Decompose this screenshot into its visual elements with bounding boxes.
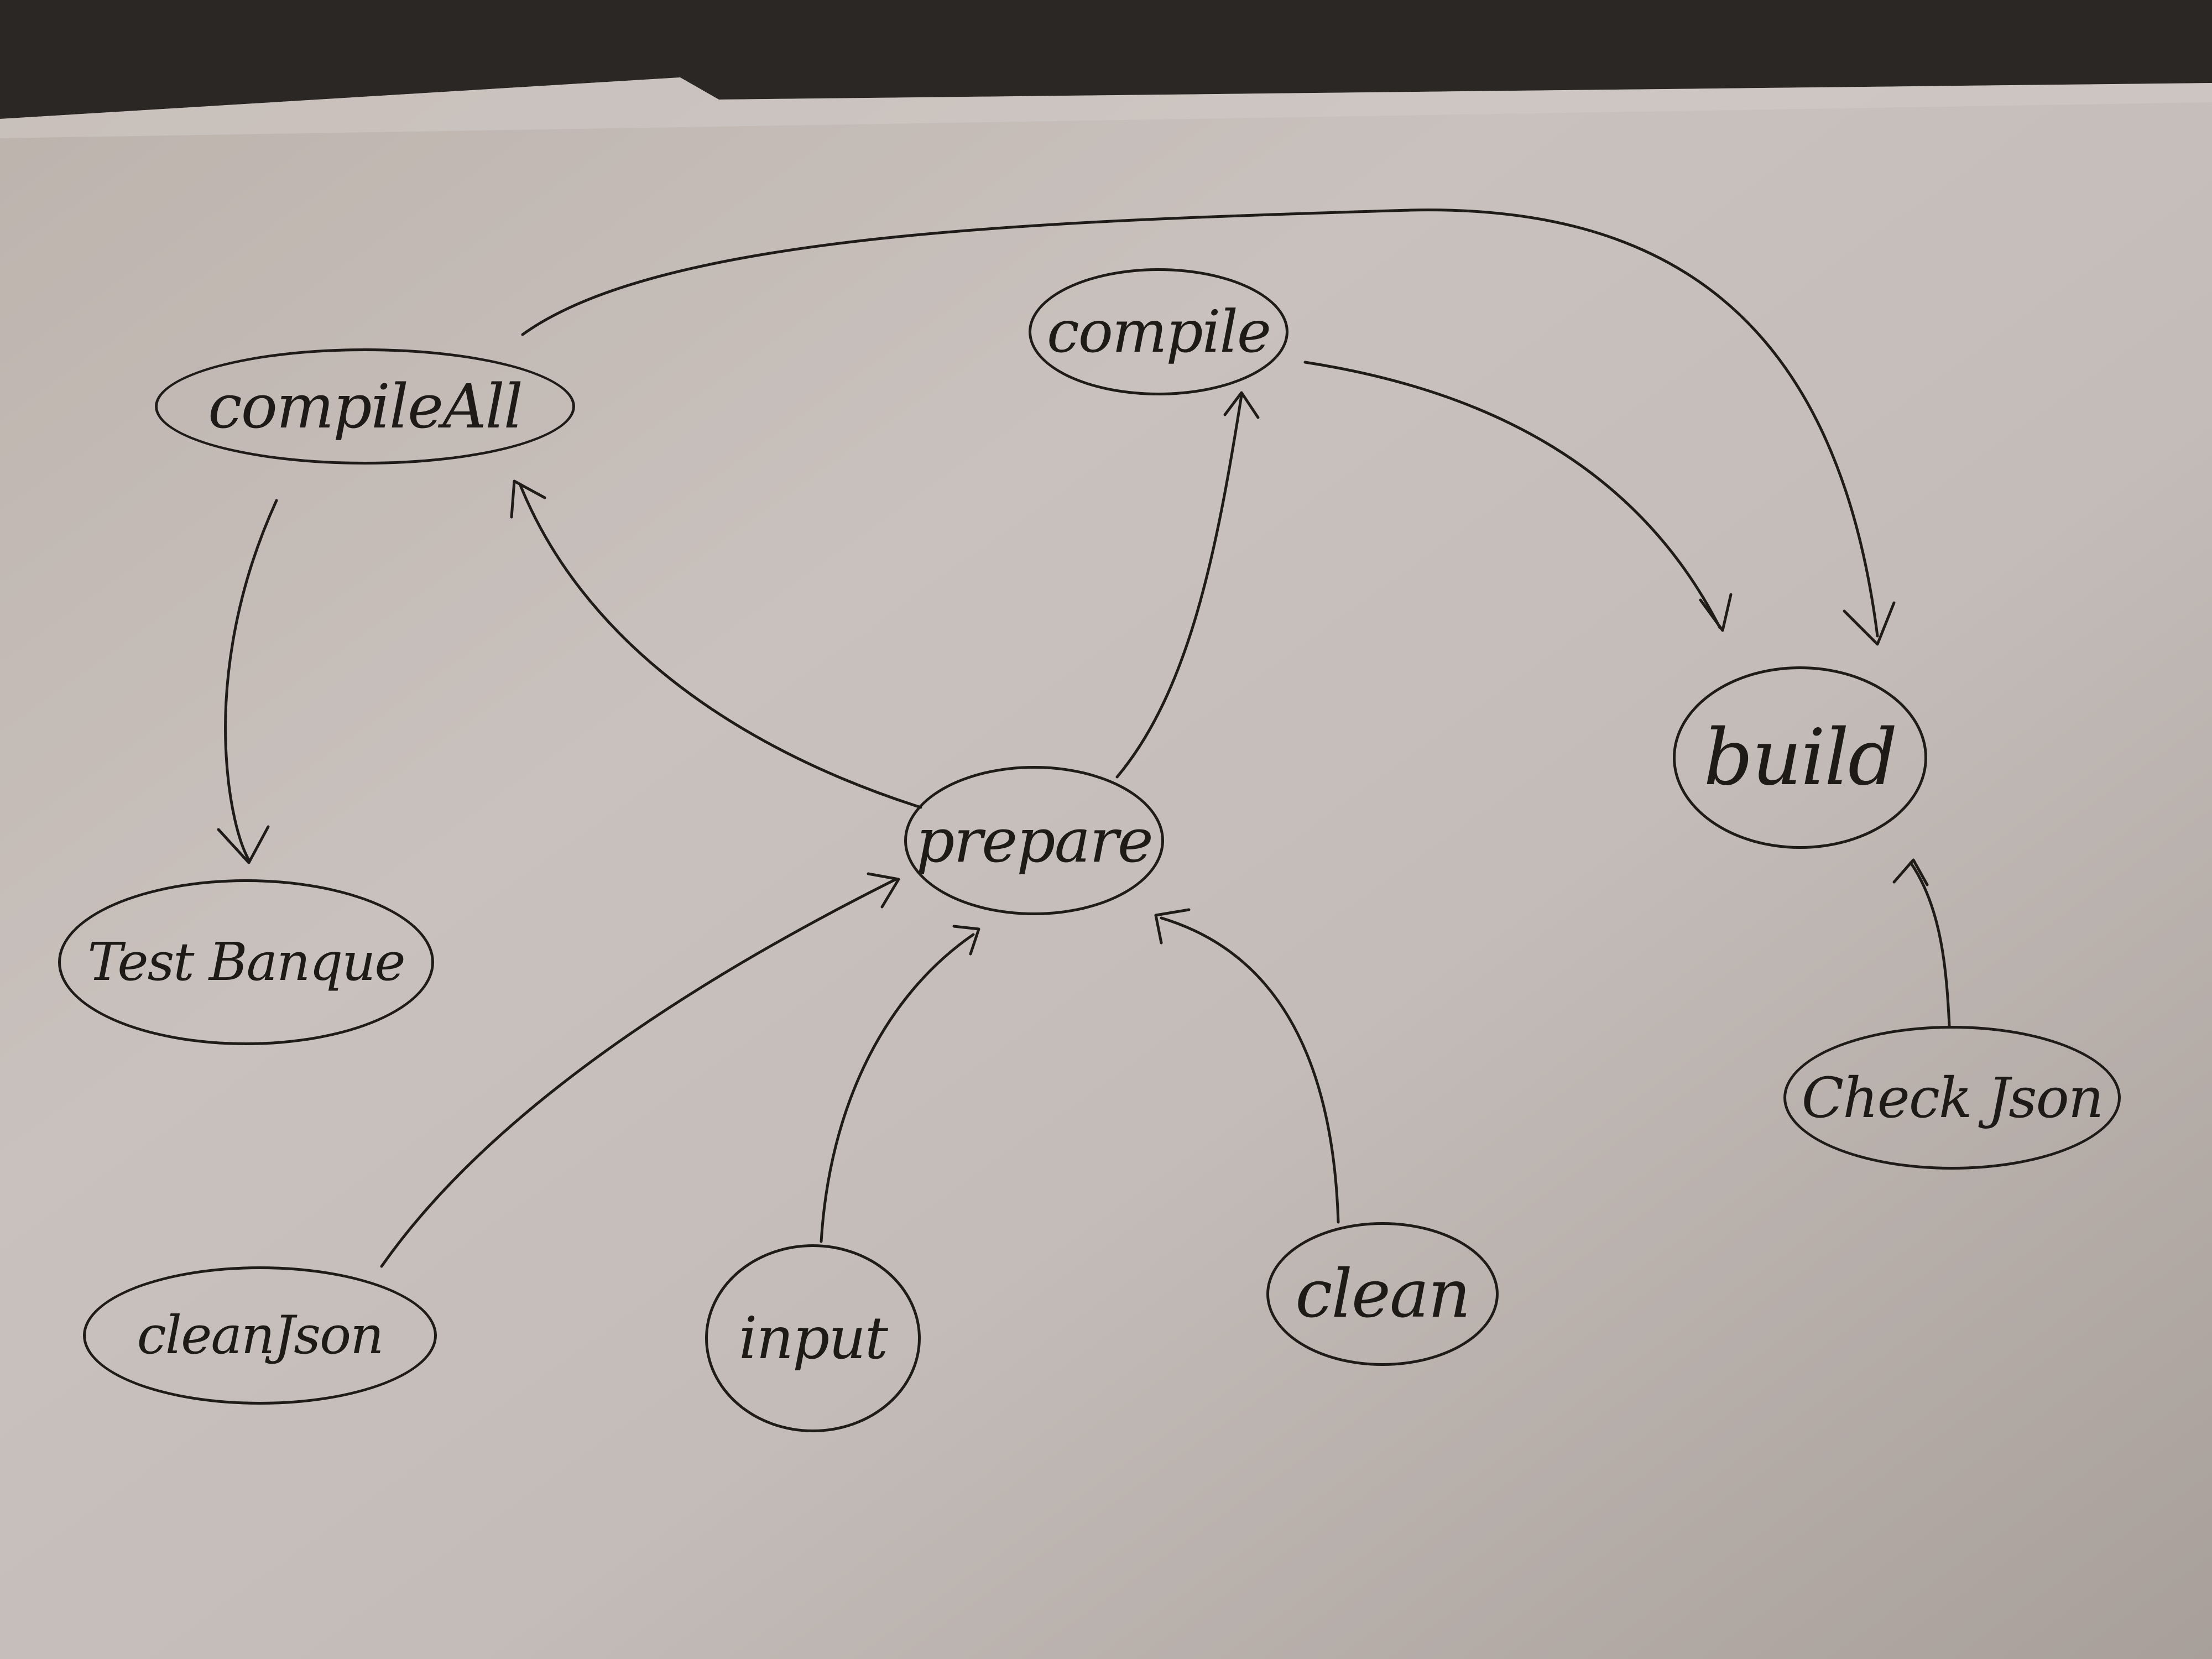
node-build: build	[1673, 666, 1927, 849]
node-label: build	[1703, 712, 1898, 803]
node-clean: clean	[1266, 1222, 1499, 1366]
node-label: cleanJson	[137, 1305, 384, 1366]
node-label: compileAll	[208, 371, 523, 442]
node-compile-all: compileAll	[155, 348, 575, 465]
node-compile: compile	[1029, 268, 1288, 395]
node-label: input	[738, 1305, 888, 1372]
node-label: Test Banque	[87, 932, 405, 993]
node-label: compile	[1046, 298, 1271, 366]
node-label: clean	[1295, 1255, 1470, 1333]
node-prepare: prepare	[904, 766, 1164, 915]
node-check-json: Check Json	[1783, 1026, 2121, 1170]
node-input: input	[705, 1244, 921, 1432]
node-label: prepare	[916, 805, 1154, 876]
node-test-banque: Test Banque	[58, 879, 434, 1045]
node-clean-json: cleanJson	[83, 1266, 437, 1405]
node-label: Check Json	[1801, 1065, 2104, 1130]
